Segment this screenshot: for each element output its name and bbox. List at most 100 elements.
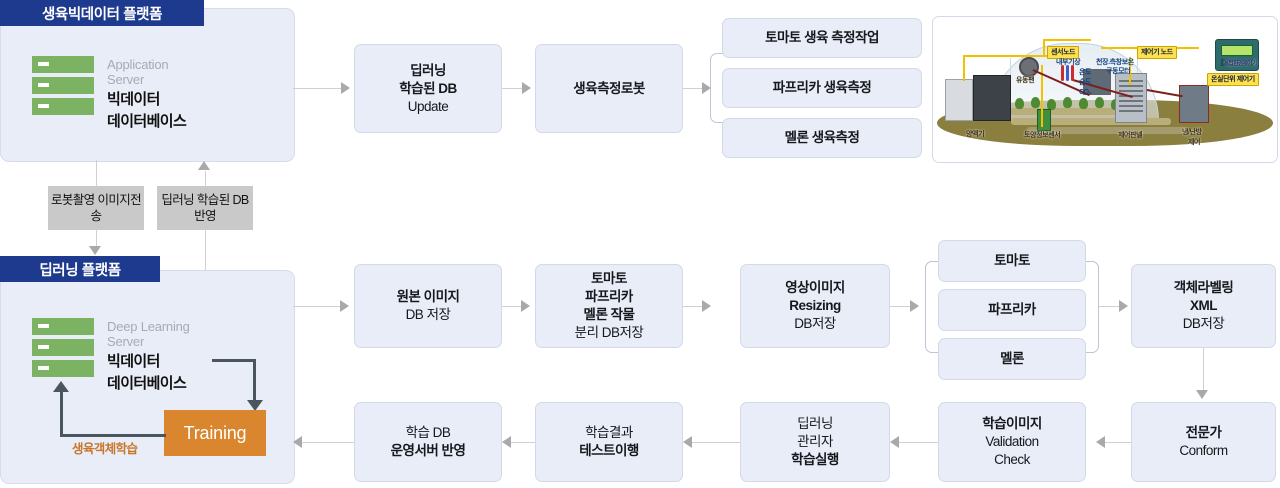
connector-flow1-to-flow2 [502,88,523,89]
tag-ceiling-side-insulation: 천장.측창보온 [1096,59,1134,66]
node-tomato-growth-task[interactable]: 토마토 생육 측정작업 [722,18,922,58]
nutrient-rack [973,75,1011,121]
node-line: Update [407,98,449,114]
node-line: 학습실행 [791,452,839,467]
connector-deep-to-relay-up [205,230,206,270]
node-crop-split-db[interactable]: 토마토 파프리카 멜론 작물 분리 DB저장 [535,264,683,348]
connector-manager-to-test [686,442,740,443]
tag-nutrient-supply: 양액기 [966,131,985,138]
tag-internal-weather: 내부기상 [1056,59,1081,66]
node-label: 토마토 [994,253,1030,268]
soil-sensor-device [1037,109,1051,131]
arrow-into-original-image [340,300,349,312]
relay-trained-db-line1: 딥러닝 학습된 [161,193,230,207]
connector-crop-split-to-resizing [683,306,704,307]
arrow-up-into-db [53,381,69,392]
arrow-into-deep-db-update [341,82,350,94]
hvac-control-photo [1179,85,1209,123]
node-growth-measure-robot[interactable]: 생육측정로봇 [535,44,683,133]
tag-control-panel: 제어판넬 [1118,132,1143,139]
connector-opsdb-to-deep-platform [296,442,354,443]
node-line: 딥러닝 [797,416,833,431]
platform-growth-bigdata-title: 생육빅데이터 플랫폼 [0,0,204,26]
temperature-indicator [1061,65,1064,81]
connector-relay-down-to-deep [96,230,97,248]
arrow-up-to-growth-platform [198,161,210,170]
server-rack-icon [32,318,94,378]
arrow-into-manager-run [890,436,899,448]
greenhouse-wire [963,55,965,81]
node-line: 분리 DB저장 [574,325,644,340]
connector-relay-up-to-growth [205,171,206,186]
humidity-indicator [1066,65,1069,81]
node-line: 딥러닝 [410,62,446,78]
co2-indicator [1071,65,1074,81]
node-training-db-to-ops[interactable]: 학습 DB 운영서버 반영 [354,402,502,482]
node-line: Validation [985,434,1039,449]
node-line: 생육측정로봇 [573,80,645,96]
greenhouse-wire [963,55,1063,57]
node-deep-db-update[interactable]: 딥러닝 학습된 DB Update [354,44,502,133]
server-main-line2: 데이터베이스 [107,113,187,130]
connector-resizing-to-crop-branch [890,306,912,307]
loop-label-growth-object-learning: 생육객체학습 [72,442,138,456]
tag-sensor-node: 센서노드 [1047,46,1080,59]
node-image-resizing-db[interactable]: 영상이미지 Resizing DB저장 [740,264,890,348]
relay-trained-db-line2: DB반영 [194,193,249,223]
complex-environment-controller [1215,39,1259,71]
node-line: XML [1189,298,1217,313]
node-paprika-growth-measure[interactable]: 파프리카 생육측정 [722,68,922,108]
node-melon-growth-measure[interactable]: 멜론 생육측정 [722,118,922,158]
arrow-into-test [683,436,692,448]
greenhouse-wire [1129,57,1131,85]
bracket-crop-branch-left [925,261,941,353]
node-line: 운영서버 반영 [390,443,466,458]
node-line: 관리자 [797,434,833,449]
node-line: 토마토 [591,271,627,286]
server-rack-icon [32,56,94,116]
node-training-result-test[interactable]: 학습결과 테스트이행 [535,402,683,482]
tag-hvac-control-line2: 제어 [1188,139,1201,146]
server-sub-line2: Server [107,334,145,349]
platform-deep-learning-title: 딥러닝 플랫폼 [0,256,160,282]
tag-drive-motor: 구동모터 [1106,68,1131,75]
greenhouse-wire [1101,47,1153,49]
arrow-into-validation [1096,436,1105,448]
bracket-crop-branch-right [1083,261,1099,353]
node-line: DB 저장 [405,307,451,322]
node-line: DB저장 [1182,316,1225,331]
server-sub-line2: Server [107,72,145,87]
node-line: 영상이미지 [785,280,845,295]
node-object-labeling-xml[interactable]: 객체라벨링 XML DB저장 [1131,264,1276,348]
server-main-line1: 빅데이터 [107,353,160,370]
node-crop-tomato[interactable]: 토마토 [938,240,1086,282]
connector-labeling-to-expert [1203,348,1204,391]
relay-trained-db: 딥러닝 학습된 DB반영 [157,186,253,230]
node-line: 학습이미지 [982,416,1042,431]
training-block[interactable]: Training [164,410,266,456]
node-label: 멜론 [1000,351,1024,366]
bracket-top-branch [710,53,726,123]
nutrient-supply-machine [945,79,973,121]
tag-co2: CO₂ [1079,89,1092,96]
node-training-image-validation[interactable]: 학습이미지 Validation Check [938,402,1086,482]
node-line: 원본 이미지 [396,289,460,304]
connector-growth-to-flow1 [293,88,342,89]
node-crop-melon[interactable]: 멜론 [938,338,1086,380]
node-original-image-db[interactable]: 원본 이미지 DB 저장 [354,264,502,348]
tag-soil-info-sensor: 토양정보센서 [1024,132,1061,139]
server-main-line2: 데이터베이스 [107,375,187,392]
arrow-into-ops-db [502,436,511,448]
arrow-into-growth-measure-robot [522,82,531,94]
tag-hvac-control-line1: 냉/난방 [1182,129,1202,136]
node-expert-conform[interactable]: 전문가 Conform [1131,402,1276,482]
connector-crop-branch-to-labeling [1099,306,1121,307]
loop-training-to-db-h [60,434,166,437]
node-deep-learning-manager-run[interactable]: 딥러닝 관리자 학습실행 [740,402,890,482]
node-crop-paprika[interactable]: 파프리카 [938,289,1086,331]
node-label: 파프리카 생육측정 [772,80,872,95]
server-main-line1: 빅데이터 [107,91,160,108]
node-line: 테스트이행 [579,443,639,458]
tag-circulation-fan: 유동팬 [1016,77,1035,84]
